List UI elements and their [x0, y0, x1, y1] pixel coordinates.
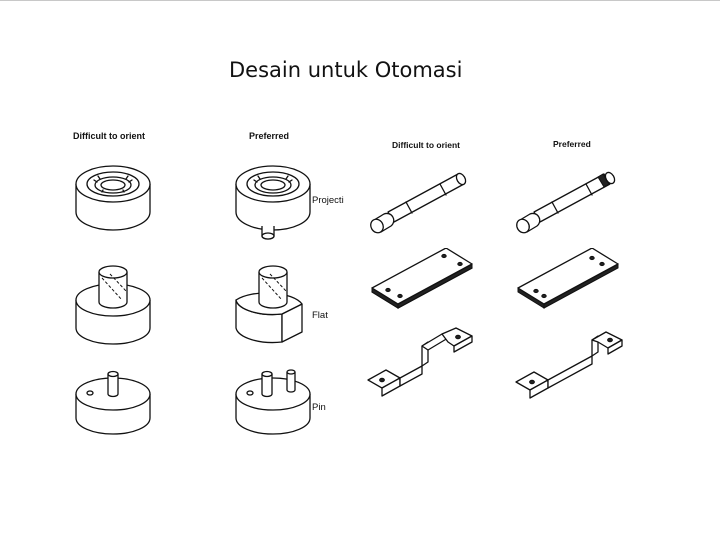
- cylinder-part-difficult: [75, 265, 151, 345]
- slide-title: Desain untuk Otomasi: [229, 58, 463, 82]
- shaft-part-difficult: [370, 172, 467, 234]
- bracket-part-difficult: [367, 327, 473, 397]
- ring-part-difficult: [75, 165, 151, 231]
- top-border: [0, 0, 720, 1]
- left-header-preferred: Preferred: [249, 131, 290, 141]
- left-header-difficult: Difficult to orient: [73, 131, 145, 141]
- shaft-part-preferred: [516, 171, 616, 234]
- plate-part-preferred: [517, 248, 619, 309]
- row-label-pin: Pin: [312, 402, 326, 413]
- pin-part-difficult: [75, 370, 151, 435]
- ring-part-preferred: [235, 165, 311, 240]
- right-header-difficult: Difficult to orient: [392, 140, 460, 150]
- row-label-projection: Projecti: [312, 195, 344, 206]
- cylinder-part-preferred: [235, 265, 303, 344]
- bracket-part-preferred: [515, 331, 623, 399]
- right-header-preferred: Preferred: [553, 139, 591, 149]
- plate-part-difficult: [371, 248, 473, 309]
- row-label-flat: Flat: [312, 310, 328, 321]
- pin-part-preferred: [235, 369, 311, 435]
